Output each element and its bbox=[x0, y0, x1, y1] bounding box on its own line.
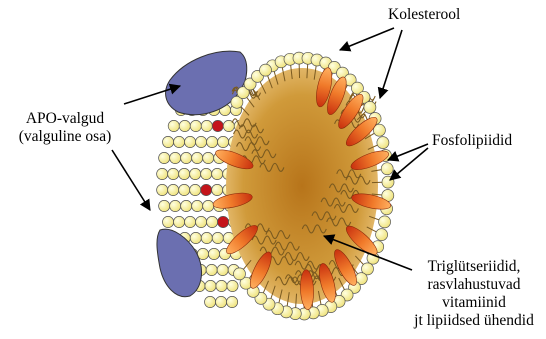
phospholipid-head bbox=[159, 200, 170, 211]
phospholipid-head bbox=[381, 163, 393, 175]
phospholipid-head bbox=[170, 152, 181, 163]
phospholipid-head bbox=[168, 120, 179, 131]
phospholipid-head bbox=[212, 120, 223, 131]
phospholipid-head bbox=[206, 264, 217, 275]
arrow-chol-right bbox=[380, 30, 402, 98]
phospholipid-head bbox=[377, 137, 389, 149]
phospholipid-head bbox=[168, 184, 179, 195]
phospholipid-head bbox=[179, 168, 190, 179]
phospholipid-head bbox=[174, 216, 185, 227]
phospholipid-head bbox=[157, 184, 168, 195]
phospholipid-head bbox=[192, 200, 203, 211]
phospholipid-head bbox=[179, 184, 190, 195]
phospholipid-head bbox=[376, 229, 388, 241]
phospholipid-head bbox=[201, 168, 212, 179]
arrow-apo-bottom bbox=[112, 150, 150, 210]
phospholipid-head bbox=[205, 280, 216, 291]
phospholipid-head bbox=[208, 248, 219, 259]
phospholipid-head bbox=[203, 200, 214, 211]
phospholipid-head bbox=[157, 168, 168, 179]
phospholipid-head bbox=[185, 136, 196, 147]
phospholipid-head bbox=[196, 216, 207, 227]
phospholipid-head bbox=[168, 168, 179, 179]
phospholipid-head bbox=[218, 136, 229, 147]
phospholipid-head bbox=[227, 280, 238, 291]
phospholipid-head bbox=[205, 296, 216, 307]
phospholipid-head bbox=[203, 152, 214, 163]
phospholipid-head bbox=[185, 216, 196, 227]
phospholipid-head bbox=[163, 216, 174, 227]
phospholipid-head bbox=[196, 136, 207, 147]
phospholipid-head bbox=[260, 64, 272, 76]
phospholipid-head bbox=[201, 120, 212, 131]
phospholipid-head bbox=[212, 168, 223, 179]
phospholipid-head bbox=[170, 200, 181, 211]
label-core-contents: Triglütseriidid, rasvlahustuvad vitamiin… bbox=[404, 258, 544, 330]
arrow-phos-top bbox=[388, 144, 428, 160]
phospholipid-head bbox=[234, 268, 246, 280]
phospholipid-head bbox=[227, 296, 238, 307]
label-phospholipids: Fosfolipiidid bbox=[432, 132, 512, 150]
label-core-line3: vitamiinid bbox=[404, 294, 544, 312]
phospholipid-head bbox=[179, 120, 190, 131]
phospholipid-head bbox=[190, 168, 201, 179]
phospholipid-head bbox=[207, 136, 218, 147]
label-core-line1: Triglütseriidid, bbox=[404, 258, 544, 276]
phospholipid-head bbox=[201, 184, 212, 195]
phospholipid-head bbox=[212, 232, 223, 243]
phospholipid-head bbox=[217, 264, 228, 275]
phospholipid-head bbox=[159, 152, 170, 163]
label-core-line2: rasvlahustuvad bbox=[404, 276, 544, 294]
phospholipid-head bbox=[364, 101, 376, 113]
label-apoproteins: APO-valgud (valguline osa) bbox=[6, 110, 124, 146]
phospholipid-head bbox=[212, 184, 223, 195]
label-cholesterol: Kolesterool bbox=[388, 6, 460, 24]
label-core-line4: jt lipiidsed ühendid bbox=[404, 312, 544, 330]
phospholipid-head bbox=[190, 120, 201, 131]
phospholipid-head bbox=[207, 216, 218, 227]
phospholipid-head bbox=[379, 216, 391, 228]
phospholipid-head bbox=[216, 296, 227, 307]
phospholipid-head bbox=[163, 136, 174, 147]
phospholipid-head bbox=[216, 280, 227, 291]
label-apo-line1: APO-valgud bbox=[6, 110, 124, 128]
arrow-chol-left bbox=[340, 28, 394, 50]
phospholipid-head bbox=[218, 216, 229, 227]
phospholipid-head bbox=[174, 136, 185, 147]
arrow-phos-bottom bbox=[390, 148, 428, 180]
phospholipid-head bbox=[201, 232, 212, 243]
label-apo-line2: (valguline osa) bbox=[6, 128, 124, 146]
phospholipid-head bbox=[190, 232, 201, 243]
phospholipid-head bbox=[181, 200, 192, 211]
phospholipid-head bbox=[190, 184, 201, 195]
phospholipid-head bbox=[192, 152, 203, 163]
phospholipid-head bbox=[181, 152, 192, 163]
